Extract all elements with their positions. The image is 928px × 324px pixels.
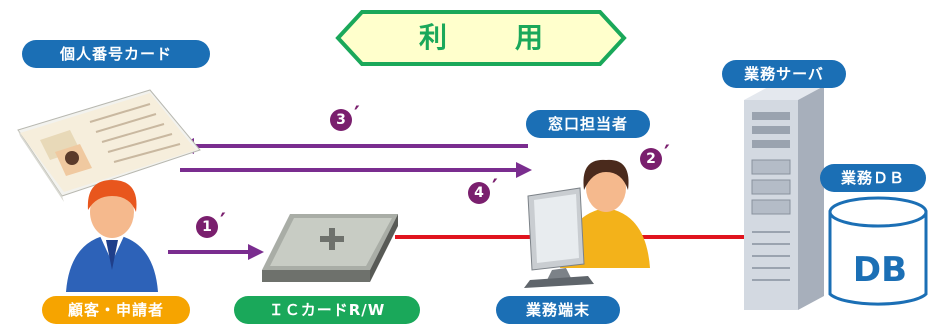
arrow-4-head	[516, 162, 532, 178]
arrow-1-head	[248, 244, 264, 260]
page-title: 利 用	[418, 21, 563, 54]
id-card-icon	[17, 89, 201, 202]
card-reader-icon	[262, 214, 398, 282]
label-terminal: 業務端末	[496, 296, 620, 324]
step-4-prime: ′	[492, 175, 498, 201]
label-customer: 顧客・申請者	[42, 296, 190, 324]
label-server: 業務サーバ	[722, 60, 846, 88]
label-window-staff: 窓口担当者	[526, 110, 650, 138]
staff-at-terminal-icon	[524, 159, 650, 288]
step-1-marker: 1	[196, 216, 218, 238]
person-icon	[66, 180, 158, 292]
db-text: DB	[852, 250, 908, 290]
step-2-prime: ′	[664, 141, 670, 167]
step-2-marker: 2	[640, 148, 662, 170]
step-4-marker: 4	[468, 182, 490, 204]
database-cylinder-icon	[828, 196, 928, 306]
title-banner	[335, 10, 627, 66]
label-card: 個人番号カード	[22, 40, 210, 68]
label-database: 業務ＤＢ	[820, 164, 926, 192]
step-3-marker: 3	[330, 109, 352, 131]
step-1-prime: ′	[220, 209, 226, 235]
server-tower-icon	[744, 86, 824, 310]
label-reader: ＩＣカードR/W	[234, 296, 420, 324]
step-3-prime: ′	[354, 102, 360, 128]
